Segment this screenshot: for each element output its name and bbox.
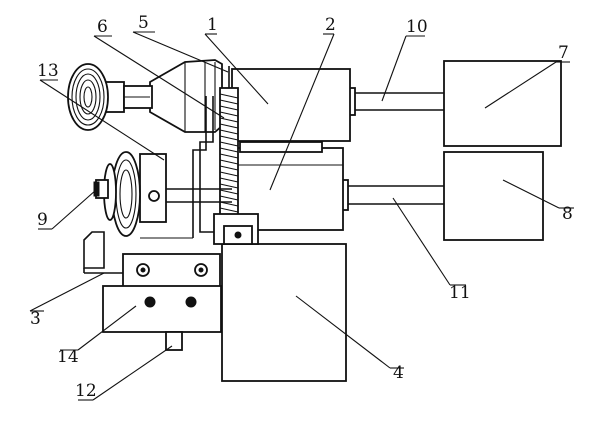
- label-9: 9: [37, 210, 48, 230]
- component-8-box: [443, 151, 544, 241]
- stub-12: [165, 331, 183, 351]
- component-4-block: [221, 243, 347, 382]
- label-2: 2: [325, 15, 336, 35]
- label-3: 3: [30, 309, 41, 329]
- component-5-cone: [149, 59, 223, 133]
- component-7-box: [443, 60, 562, 147]
- label-8: 8: [562, 204, 573, 224]
- label-6: 6: [97, 17, 108, 37]
- component-14-block: [102, 285, 222, 333]
- upper-shaft: [103, 81, 153, 113]
- label-14: 14: [57, 347, 79, 367]
- mounting-plate: [122, 253, 221, 289]
- label-10: 10: [406, 17, 428, 37]
- leader-lines: [29, 31, 574, 401]
- label-7: 7: [558, 43, 569, 63]
- spring-6: [219, 66, 239, 224]
- linkage-rods: [192, 96, 214, 238]
- shaft-11: [341, 179, 444, 211]
- label-5: 5: [138, 13, 149, 33]
- clamp-block: [213, 213, 259, 245]
- pulley-13: [67, 63, 109, 131]
- bracket-3: [83, 231, 123, 274]
- component-1-block: [231, 68, 351, 142]
- label-4: 4: [393, 363, 404, 383]
- label-11: 11: [449, 283, 471, 303]
- label-13: 13: [37, 61, 59, 81]
- label-1: 1: [207, 15, 218, 35]
- pulley-9-assembly: [93, 151, 232, 239]
- label-12: 12: [75, 381, 97, 401]
- shaft-10: [348, 87, 444, 116]
